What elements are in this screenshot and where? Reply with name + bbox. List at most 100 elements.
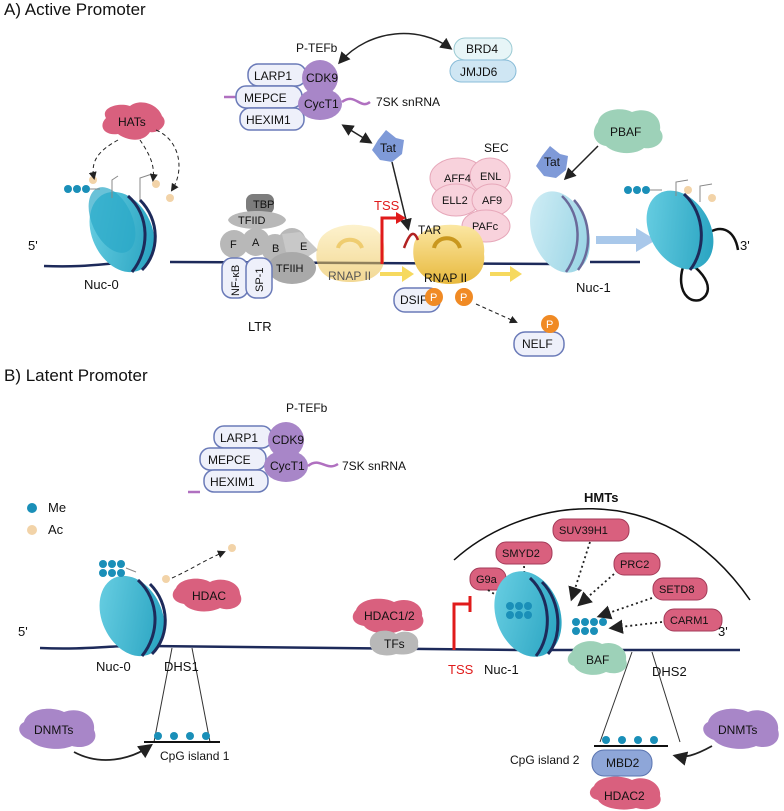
- rnap-move-arrow-1: [380, 266, 414, 282]
- tss-a-arrow: [380, 216, 398, 264]
- tat1-label: Tat: [380, 141, 397, 155]
- methyl-marks-nuc0-a: [64, 185, 100, 193]
- ptefb-brd4-arrow: [338, 32, 453, 65]
- legend-me-label: Me: [48, 500, 66, 515]
- tf-a-label: A: [252, 237, 260, 249]
- methyl-marks-right-a: [624, 186, 662, 194]
- section-a-title: A) Active Promoter: [4, 0, 146, 19]
- hexim1-b: HEXIM1: [210, 475, 255, 489]
- nelf-shape: [513, 331, 565, 357]
- rnap1-label: RNAP II: [328, 269, 371, 283]
- aff4-label: AFF4: [444, 173, 471, 185]
- dsif-p2-label: P: [460, 292, 467, 304]
- hdac2-shape: [589, 776, 661, 810]
- af9-label: AF9: [482, 195, 502, 207]
- dnmts1-arrow: [73, 743, 153, 761]
- rnap-ii-1: [316, 224, 385, 282]
- tar-label: TAR: [418, 223, 441, 237]
- nelf-label: NELF: [522, 337, 553, 351]
- nelf-phospho: [541, 315, 559, 333]
- rnap-ii-2: [413, 224, 485, 284]
- ptefb-a-title: P-TEFb: [296, 41, 338, 55]
- ptefb-complex-a: [224, 60, 371, 131]
- nuc1-slide-arrow: [596, 228, 656, 252]
- sec-complex: [429, 157, 513, 243]
- hdac-label: HDAC: [192, 589, 226, 603]
- dhs2-label: DHS2: [652, 664, 687, 679]
- pbaf-label: PBAF: [610, 125, 641, 139]
- ell2-label: ELL2: [442, 195, 468, 207]
- tat2-label: Tat: [544, 155, 561, 169]
- legend-ac-label: Ac: [48, 522, 64, 537]
- pbaf-shape: [593, 109, 663, 154]
- acetyl-mark-nuc0-b: [162, 575, 170, 583]
- ptefb-b-title: P-TEFb: [286, 401, 328, 415]
- dsif-phospho-1: [425, 288, 443, 306]
- dnmts2-shape: [703, 708, 779, 749]
- snrna-a: 7SK snRNA: [376, 95, 440, 109]
- removed-acetyl: [228, 544, 236, 552]
- nuc0-a-label: Nuc-0: [84, 277, 119, 292]
- methyl-marks-nuc1-b: [506, 602, 607, 635]
- hats-blob: [102, 102, 165, 140]
- snrna-b: 7SK snRNA: [342, 459, 406, 473]
- pbaf-arrow: [563, 145, 599, 181]
- nuc1-a-label: Nuc-1: [576, 280, 611, 295]
- dsif-label: DSIF: [400, 293, 427, 307]
- tfiid-label: TFIID: [238, 215, 266, 227]
- baf-label: BAF: [586, 653, 609, 667]
- pafc-label: PAFc: [472, 221, 499, 233]
- rnap2-label: RNAP II: [424, 271, 467, 285]
- nuc0-b-label: Nuc-0: [96, 659, 131, 674]
- nelf-p-label: P: [546, 319, 553, 331]
- hdac2-label: HDAC2: [604, 789, 645, 803]
- tfs-label: TFs: [384, 637, 405, 651]
- ltr-label: LTR: [248, 319, 272, 334]
- mepce-a: MEPCE: [244, 91, 287, 105]
- sp1-label: SP-1: [254, 268, 266, 292]
- tf-f-label: F: [230, 239, 237, 251]
- dhs2-lines: [599, 651, 681, 743]
- nfkb-label: NF-κB: [230, 265, 242, 296]
- nelf-arrow: [475, 303, 518, 324]
- jmjd6-label: JMJD6: [460, 65, 498, 79]
- nuc1-b-label: Nuc-1: [484, 662, 519, 677]
- ptefb-tat-arrow: [341, 124, 373, 144]
- rnap-move-arrow-2: [490, 266, 522, 282]
- hexim1-a: HEXIM1: [246, 113, 291, 127]
- nucleosome-nuc0-b: [99, 575, 167, 657]
- tfiih-label: TFIIH: [276, 263, 304, 275]
- tar-hairpin: [402, 232, 420, 249]
- tss-b-label: TSS: [448, 662, 474, 677]
- section-b-title: B) Latent Promoter: [4, 366, 148, 385]
- hdac12-label: HDAC1/2: [364, 609, 415, 623]
- dna-b-left: [39, 644, 131, 650]
- mbd2-shape: [591, 749, 653, 777]
- hats-label: HATs: [118, 115, 146, 129]
- tss-b-arrow: [452, 602, 470, 650]
- jmjd6-shape: [449, 59, 517, 83]
- cyct1-b: CycT1: [270, 459, 305, 473]
- mbd2-label: MBD2: [606, 756, 640, 770]
- nucleosome-nuc1-a: [530, 191, 590, 273]
- setd8-label: SETD8: [659, 584, 694, 596]
- cyct1-a: CycT1: [304, 97, 339, 111]
- tat2-shape: [536, 146, 568, 178]
- enl-label: ENL: [480, 171, 501, 183]
- hmt-pills: [469, 518, 723, 632]
- dsif-phospho-2: [455, 288, 473, 306]
- hmts-title: HMTs: [584, 490, 618, 505]
- cdk9-b: CDK9: [272, 433, 304, 447]
- cpg2-label: CpG island 2: [510, 753, 580, 767]
- tfs-shape: [369, 630, 419, 656]
- dhs1-lines: [153, 647, 211, 743]
- dna-b-mid: [149, 644, 521, 652]
- dnmts2-arrow: [672, 745, 713, 766]
- five-prime-a: 5': [28, 238, 38, 253]
- dna-a-loop: [659, 228, 740, 302]
- tf-e-label: E: [300, 241, 307, 253]
- acetyl-marks-right-a: [675, 179, 716, 202]
- cpg1-methyl: [154, 732, 210, 740]
